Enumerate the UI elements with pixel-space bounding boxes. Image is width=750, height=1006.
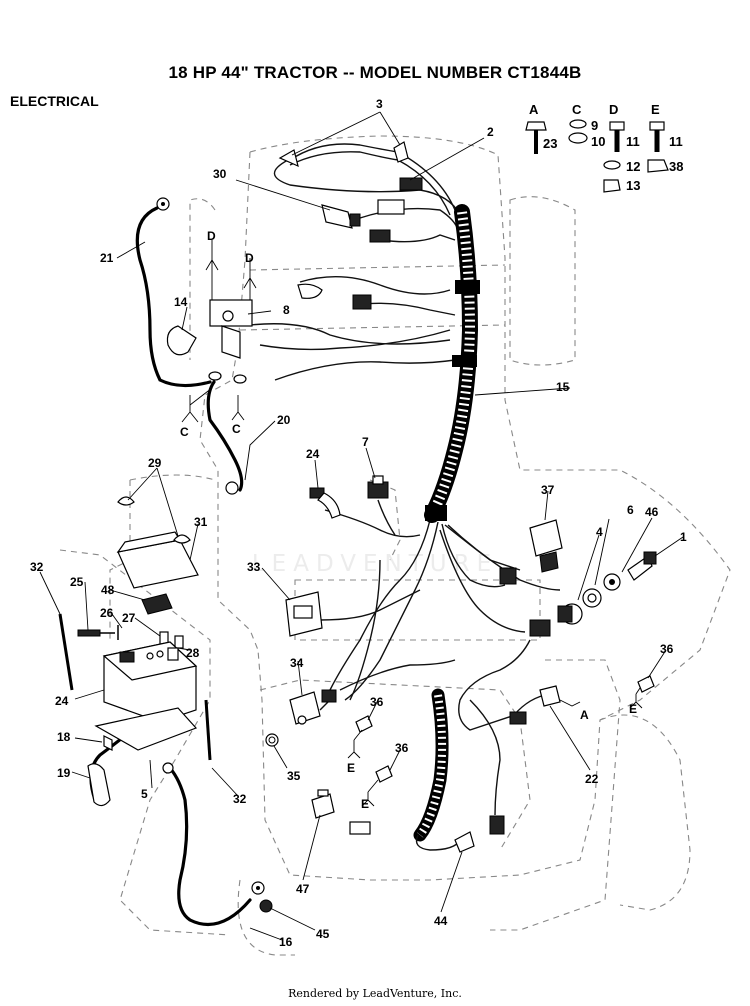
- footer: Rendered by LeadVenture, Inc.: [288, 987, 462, 1000]
- tractor-outline: [59, 135, 731, 956]
- watermark: LEADVENTURE: [251, 551, 499, 577]
- callout-22: 22: [585, 772, 599, 786]
- callout-45: 47: [296, 882, 310, 896]
- callout-15: 15: [556, 380, 570, 394]
- callout-29: 29: [148, 456, 162, 470]
- hardware-number: 23: [543, 136, 557, 151]
- callout-3: 3: [376, 97, 383, 111]
- callout-17: 20: [277, 413, 291, 427]
- section-title: ELECTRICAL: [10, 93, 99, 109]
- callout-44: 44: [434, 914, 448, 928]
- callout-36c: 36: [660, 642, 674, 656]
- callout-21: 19: [57, 766, 71, 780]
- hardware-letter: A: [529, 102, 539, 117]
- hardware-number: 9: [591, 118, 598, 133]
- callout-28: 28: [186, 646, 200, 660]
- callout-8: 8: [283, 303, 290, 317]
- callout-14: 14: [174, 295, 188, 309]
- callout-16: 16: [279, 935, 293, 949]
- hardware-letter: E: [651, 102, 660, 117]
- leader-lines: [39, 111, 684, 941]
- callout-6: 6: [627, 503, 634, 517]
- callout-5: 5: [141, 787, 148, 801]
- callout-36b: 36: [395, 741, 409, 755]
- hardware-number: 13: [626, 178, 640, 193]
- callout-27: 27: [122, 611, 136, 625]
- hardware-number: 38: [669, 159, 683, 174]
- ground-mark-letter: D: [245, 251, 254, 265]
- wire-loom-44: [413, 688, 461, 851]
- callout-19: 18: [57, 730, 71, 744]
- hardware-letter: C: [572, 102, 582, 117]
- callout-33: 33: [247, 560, 261, 574]
- ground-mark-letter: E: [361, 797, 369, 811]
- ground-marks: D D C C E E E A: [180, 229, 643, 811]
- callout-32b: 32: [233, 792, 247, 806]
- callout-47: 46: [645, 505, 659, 519]
- callout-20: 24: [55, 694, 69, 708]
- ground-mark-letter: D: [207, 229, 216, 243]
- callout-48: 48: [101, 583, 115, 597]
- callout-31: 31: [194, 515, 208, 529]
- callout-24: 24: [306, 447, 320, 461]
- callout-7: 7: [362, 435, 369, 449]
- hardware-letter: D: [609, 102, 618, 117]
- hardware-key: A C D E 23 9 10 11 11 12 38 13: [525, 102, 683, 193]
- callout-25: 25: [70, 575, 84, 589]
- ground-mark-letter: C: [180, 425, 189, 439]
- callout-30: 30: [213, 167, 227, 181]
- ground-mark-letter: E: [347, 761, 355, 775]
- callout-34: 34: [290, 656, 304, 670]
- callout-46: 45: [316, 927, 330, 941]
- callout-2: 2: [487, 125, 494, 139]
- hardware-number: 11: [669, 134, 683, 149]
- callout-37: 37: [541, 483, 555, 497]
- hardware-number: 11: [626, 134, 640, 149]
- hardware-number: 12: [626, 159, 640, 174]
- ground-mark-letter: E: [629, 702, 637, 716]
- ground-mark-letter: A: [580, 708, 589, 722]
- callout-35: 35: [287, 769, 301, 783]
- page-title: 18 HP 44" TRACTOR -- MODEL NUMBER CT1844…: [168, 63, 582, 82]
- callout-1: 1: [680, 530, 687, 544]
- callouts: 1 2 3 4 5 6 7 8 21 30 14 15 20 24 29 31 …: [30, 97, 687, 949]
- callout-36a: 36: [370, 695, 384, 709]
- callout-18: 21: [100, 251, 114, 265]
- callout-26: 26: [100, 606, 114, 620]
- hardware-number: 10: [591, 134, 605, 149]
- ground-mark-letter: C: [232, 422, 241, 436]
- callout-32: 32: [30, 560, 44, 574]
- callout-4: 4: [596, 525, 603, 539]
- parts: [58, 141, 657, 913]
- wire-loom-15: [424, 204, 480, 523]
